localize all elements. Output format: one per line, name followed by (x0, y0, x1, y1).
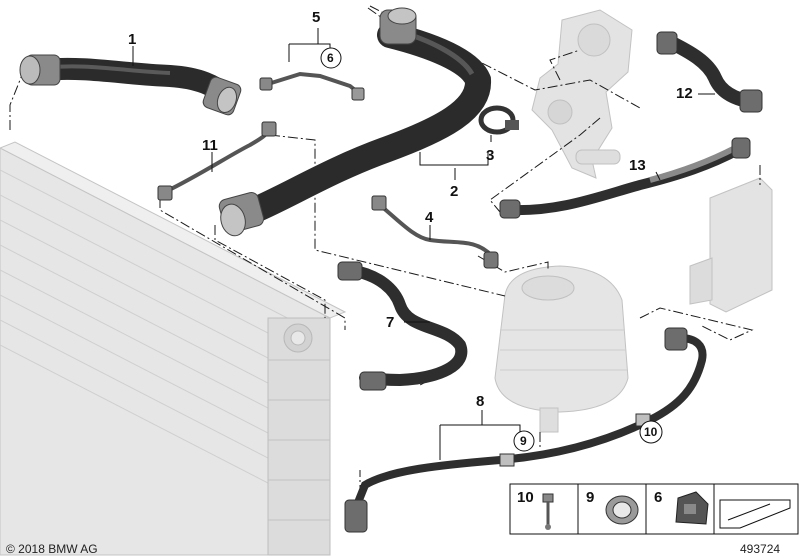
callout-10: 10 (644, 425, 658, 439)
hose-12-short (656, 31, 763, 113)
radiator (0, 141, 347, 556)
arrow-icon (719, 499, 791, 529)
legend-label-10: 10 (517, 489, 534, 506)
callout-4: 4 (425, 209, 434, 226)
callout-6: 6 (327, 51, 334, 65)
callout-11: 11 (202, 137, 218, 154)
bracket-icon (675, 491, 709, 525)
legend-box: 10 9 6 (509, 483, 799, 535)
callout-13: 13 (629, 157, 646, 174)
clip-icon (542, 493, 554, 530)
copyright-text: © 2018 BMW AG (6, 542, 98, 556)
legend-label-6: 6 (654, 489, 662, 506)
hose-1-upper-radiator (19, 54, 242, 116)
callout-1: 1 (128, 31, 136, 48)
callout-10-circle (639, 420, 663, 444)
clamp-3 (478, 105, 519, 135)
hose-5-small-line (259, 71, 365, 101)
callout-3: 3 (486, 147, 494, 164)
callout-12: 12 (676, 85, 693, 102)
thermostat-housing (531, 9, 633, 179)
callout-9-circle (513, 430, 535, 452)
auxiliary-cooler (689, 177, 773, 313)
hose-11-small-line (157, 121, 277, 201)
diagram-number: 493724 (740, 542, 780, 556)
callout-2: 2 (450, 183, 458, 200)
leader-lines (132, 28, 715, 460)
callout-6-circle (320, 47, 342, 69)
hose-8-lower-line (344, 327, 707, 533)
hose-clamp-icon (605, 495, 639, 525)
callout-8: 8 (476, 393, 484, 410)
hose-4-small-line (371, 195, 499, 269)
callout-9: 9 (520, 434, 527, 448)
hose-7-tank (337, 261, 468, 391)
legend-label-9: 9 (586, 489, 594, 506)
callout-5: 5 (312, 9, 320, 26)
callout-7: 7 (386, 314, 394, 331)
hose-2-main-coolant (218, 7, 491, 237)
expansion-tank (494, 265, 629, 433)
